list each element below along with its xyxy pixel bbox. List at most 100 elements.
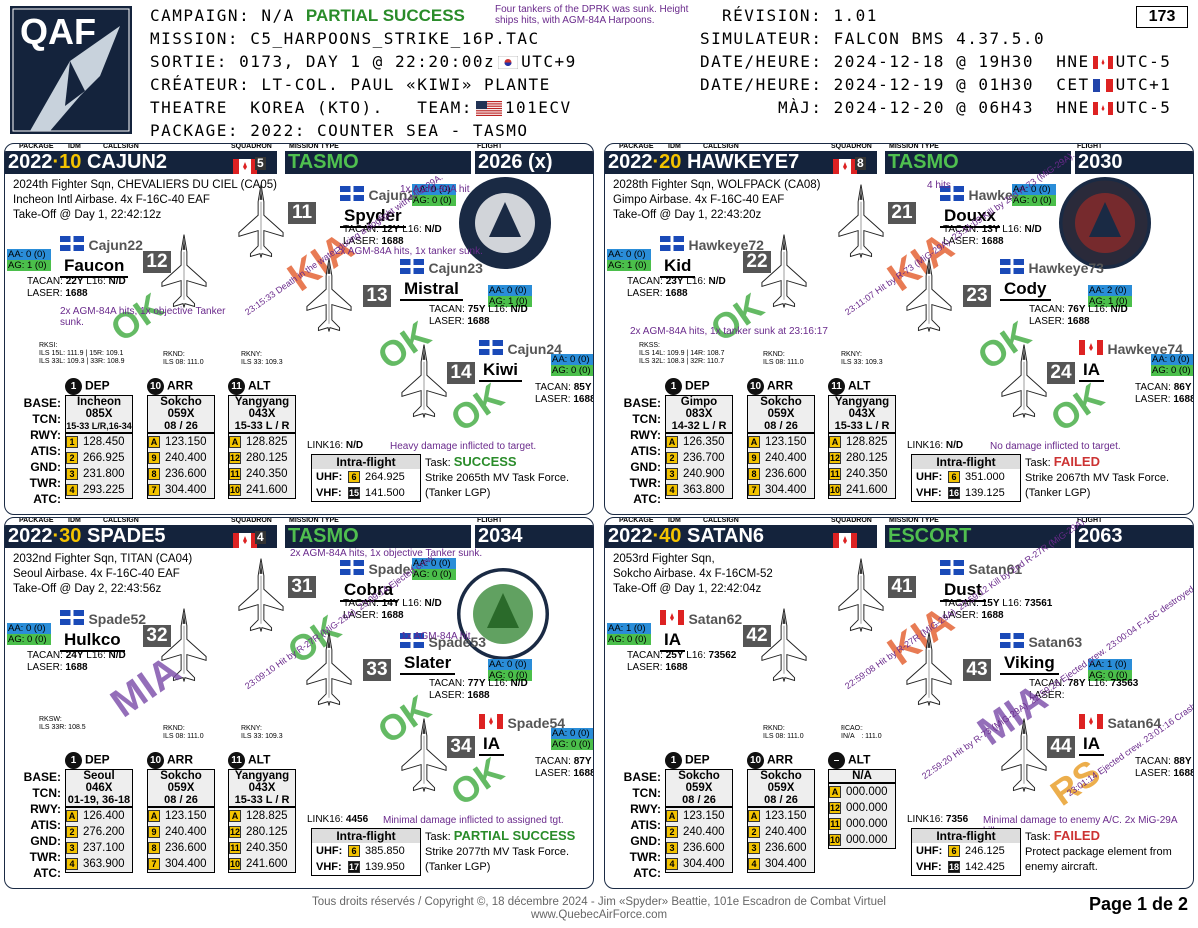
squadron-info: 2053rd Fighter Sqn,Sokcho Airbase. 4x F-… <box>613 553 773 595</box>
step-icon: 1 <box>665 378 682 395</box>
quebec-flag-icon <box>479 714 503 733</box>
link16: LINK16: 4456 <box>307 814 369 825</box>
squadron-info: 2032nd Fighter Sqn, TITAN (CA04)Seoul Ai… <box>13 553 193 595</box>
ils-arr: RKND:ILS 08: 111.0 <box>163 351 204 366</box>
pilot-callsign-block: Satan64 IA <box>1079 714 1161 756</box>
quebec-flag-icon <box>400 633 424 652</box>
icao: ICAO:N/A <box>843 725 863 741</box>
nav-labels: BASE:TCN:RWY:ATIS:GND:TWR:ATC: <box>23 770 61 880</box>
step-icon: 11 <box>228 378 245 395</box>
pilot-note: 2x AGM-84A hits, 1x objective Tanker sun… <box>290 548 483 559</box>
simulator-line: SIMULATEUR: FALCON BMS 4.37.5.0 <box>700 29 1046 48</box>
step-icon: 11 <box>828 378 845 395</box>
pilot-name: Dust <box>940 580 986 602</box>
flight-position-number: 22 <box>743 251 771 273</box>
pilot-note: 4 hits <box>927 180 951 191</box>
pilot-name: Faucon <box>60 256 129 278</box>
f16-aircraft-icon <box>237 182 285 265</box>
campaign-line: CAMPAIGN: N/A PARTIAL SUCCESS <box>150 6 465 25</box>
quebec-flag-icon <box>1079 340 1103 359</box>
ils-arr: RKND:ILS 08: 111.0 <box>163 725 204 740</box>
squadron-badge <box>457 568 549 660</box>
quebec-flag-icon <box>340 186 364 205</box>
mission-type: TASMO <box>285 151 471 174</box>
kill-counter: AA: 0 (0)AG: 1 (0) <box>488 285 532 307</box>
pilot-name: IA <box>1079 360 1104 382</box>
ils-arr: RKND:ILS 08: 111.0 <box>763 725 804 740</box>
theatre-line: THEATRE KOREA (KTO). TEAM:101ECV <box>150 98 572 117</box>
task-status: FAILED <box>1053 828 1100 843</box>
pilot-name: Mistral <box>400 279 463 301</box>
flight-number: 2063 <box>1075 525 1193 548</box>
squadron-number: 8 <box>855 156 866 171</box>
step-icon: 10 <box>147 752 164 769</box>
package-callsign: 2022·30 SPADE5 4 <box>5 525 277 549</box>
damage-note: Minimal damage inflicted to assigned tgt… <box>383 815 564 826</box>
squadron-badge <box>459 177 551 269</box>
pilot-callsign-block: Cajun21 Spyder <box>340 186 423 228</box>
quebec-flag-icon <box>1000 633 1024 652</box>
f16-aircraft-icon <box>160 606 208 689</box>
pilot-name: Cobra <box>340 580 398 602</box>
pilot-note: 2x AGM-84A hits, 1x tanker sunk at 23:16… <box>630 326 828 337</box>
f16-aircraft-icon <box>837 182 885 265</box>
pilot-callsign-block: Spade52 Hulkco <box>60 610 146 652</box>
pilot-note: 1x AGM-84A hit <box>401 631 471 642</box>
link16: LINK16: 7356 <box>907 814 969 825</box>
quebec-flag-icon <box>60 236 84 255</box>
flight-number: 2030 <box>1075 151 1193 174</box>
quebec-flag-icon <box>660 610 684 629</box>
pilot-callsign-block: Hawkeye73 Cody <box>1000 259 1104 301</box>
mission-type: ESCORT <box>885 525 1071 548</box>
squadron-info: 2028th Fighter Sqn, WOLFPACK (CA08)Gimpo… <box>613 179 821 221</box>
pilot-comms: TACAN: 88Y L16: 73564LASER: 1688 <box>1135 756 1194 779</box>
flight-position-number: 12 <box>143 251 171 273</box>
pilot-name: Viking <box>1000 653 1059 675</box>
flight-position-number: 21 <box>888 202 916 224</box>
ils-arr: RKND:ILS 08: 111.0 <box>763 351 804 366</box>
flight-position-number: 44 <box>1047 736 1075 758</box>
link16: LINK16: N/D <box>907 440 964 451</box>
step-icon: 10 <box>747 752 764 769</box>
f16-aircraft-icon <box>760 606 808 689</box>
kill-counter: AA: 0 (0)AG: 0 (0) <box>412 184 456 206</box>
qaf-logo: QAF <box>10 6 132 134</box>
pilot-callsign-block: Satan61 Dust <box>940 560 1022 602</box>
flight-position-number: 34 <box>447 736 475 758</box>
pilot-callsign-block: Spade51 Cobra <box>340 560 426 602</box>
status-stamp: OK <box>1043 375 1111 440</box>
pilot-name: Cody <box>1000 279 1051 301</box>
kill-counter: AA: 2 (0)AG: 1 (0) <box>1088 285 1132 307</box>
flight-position-number: 33 <box>363 659 391 681</box>
mission-type: TASMO <box>285 525 471 548</box>
status-stamp: OK <box>443 375 511 440</box>
f16-aircraft-icon <box>905 256 953 339</box>
kill-counter: AA: 0 (0)AG: 0 (0) <box>1012 184 1056 206</box>
pilot-callsign-block: Hawkeye72 Kid <box>660 236 764 278</box>
kill-counter: AA: 0 (0)AG: 0 (0) <box>7 623 51 645</box>
flight-position-number: 13 <box>363 285 391 307</box>
pilot-name: IA <box>1079 734 1104 756</box>
f16-aircraft-icon <box>760 232 808 315</box>
mission-line: MISSION: C5_HARPOONS_STRIKE_16P.TAC <box>150 29 540 48</box>
